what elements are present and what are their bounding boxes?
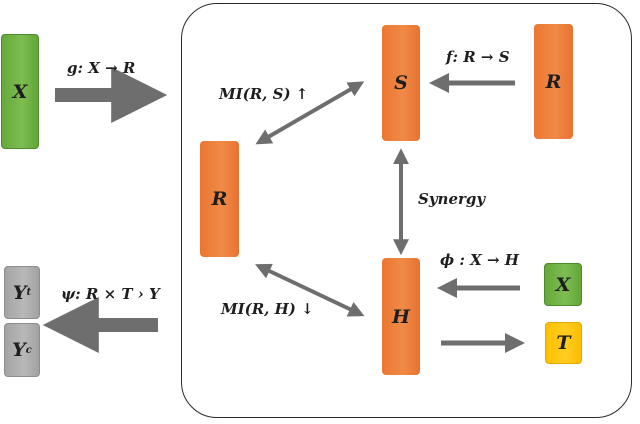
representation-r-right-node: R: [534, 24, 573, 139]
h-node: H: [382, 258, 420, 375]
representation-r-node: R: [200, 141, 239, 257]
t-node: T: [545, 322, 582, 364]
phi-map-label: ϕ : X → H: [440, 251, 519, 269]
mi-rs-arrow: [255, 81, 365, 145]
g-map-label: g: X → R: [67, 59, 136, 77]
mi-rh-arrow: [255, 263, 365, 317]
s-node: S: [382, 25, 420, 141]
x-small-node: X: [544, 263, 582, 306]
f-map-label: f: R → S: [446, 48, 510, 66]
mi-rh-label: MI(R, H) ↓: [221, 300, 314, 318]
input-x-node: X: [1, 34, 39, 149]
psi-map-label: ψ: R × T › Y: [61, 285, 160, 303]
synergy-label: Synergy: [418, 190, 486, 208]
mi-rs-label: MI(R, S) ↑: [219, 85, 309, 103]
